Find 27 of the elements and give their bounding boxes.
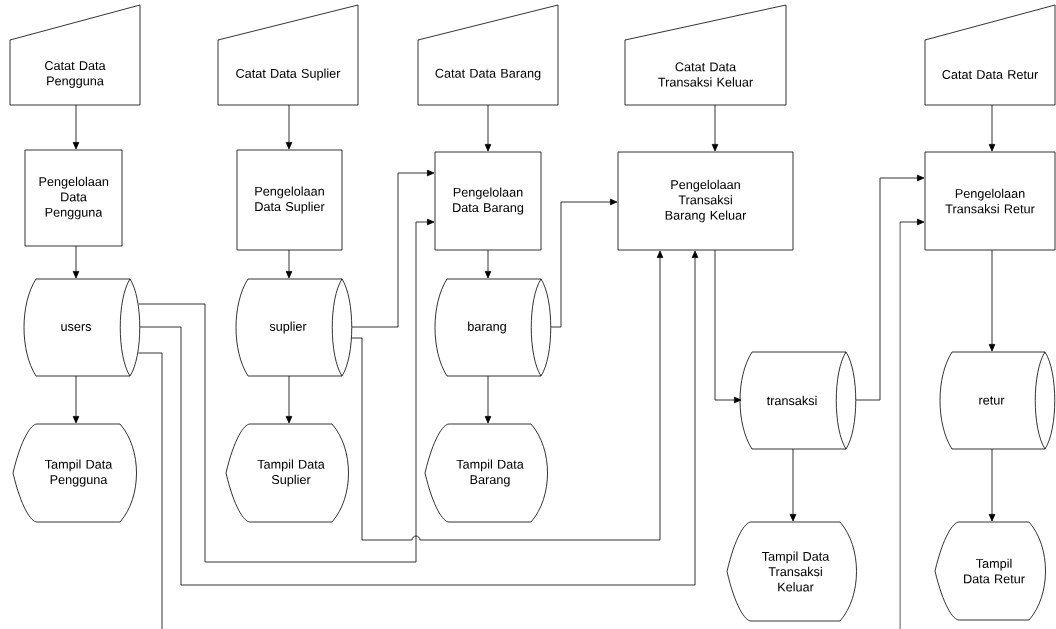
process-box: Pengelolaan Transaksi Retur bbox=[924, 151, 1056, 251]
arrow bbox=[285, 375, 293, 424]
arrow bbox=[285, 249, 293, 279]
arrow bbox=[855, 174, 925, 401]
arrow bbox=[484, 104, 492, 152]
arrow bbox=[899, 218, 925, 629]
arrow bbox=[351, 169, 435, 328]
arrow bbox=[285, 104, 293, 150]
arrow bbox=[351, 250, 664, 541]
arrow bbox=[988, 104, 996, 152]
process-box: Pengelolaan Data Suplier bbox=[236, 149, 343, 251]
arrow bbox=[550, 198, 618, 328]
process-box: Pengelolaan Data Barang bbox=[434, 151, 542, 251]
arrow bbox=[139, 250, 699, 586]
process-box: Pengelolaan Data Pengguna bbox=[24, 149, 123, 247]
arrow bbox=[714, 249, 742, 404]
arrow bbox=[484, 249, 492, 279]
process-box: Pengelolaan Transaksi Barang Keluar bbox=[617, 151, 794, 251]
arrow bbox=[711, 104, 719, 152]
arrow bbox=[72, 104, 80, 150]
arrow bbox=[988, 249, 996, 352]
arrow bbox=[138, 218, 435, 563]
arrow bbox=[988, 448, 996, 522]
arrow bbox=[789, 448, 797, 522]
arrow bbox=[72, 375, 80, 424]
arrow bbox=[484, 375, 492, 424]
arrow bbox=[72, 245, 80, 279]
